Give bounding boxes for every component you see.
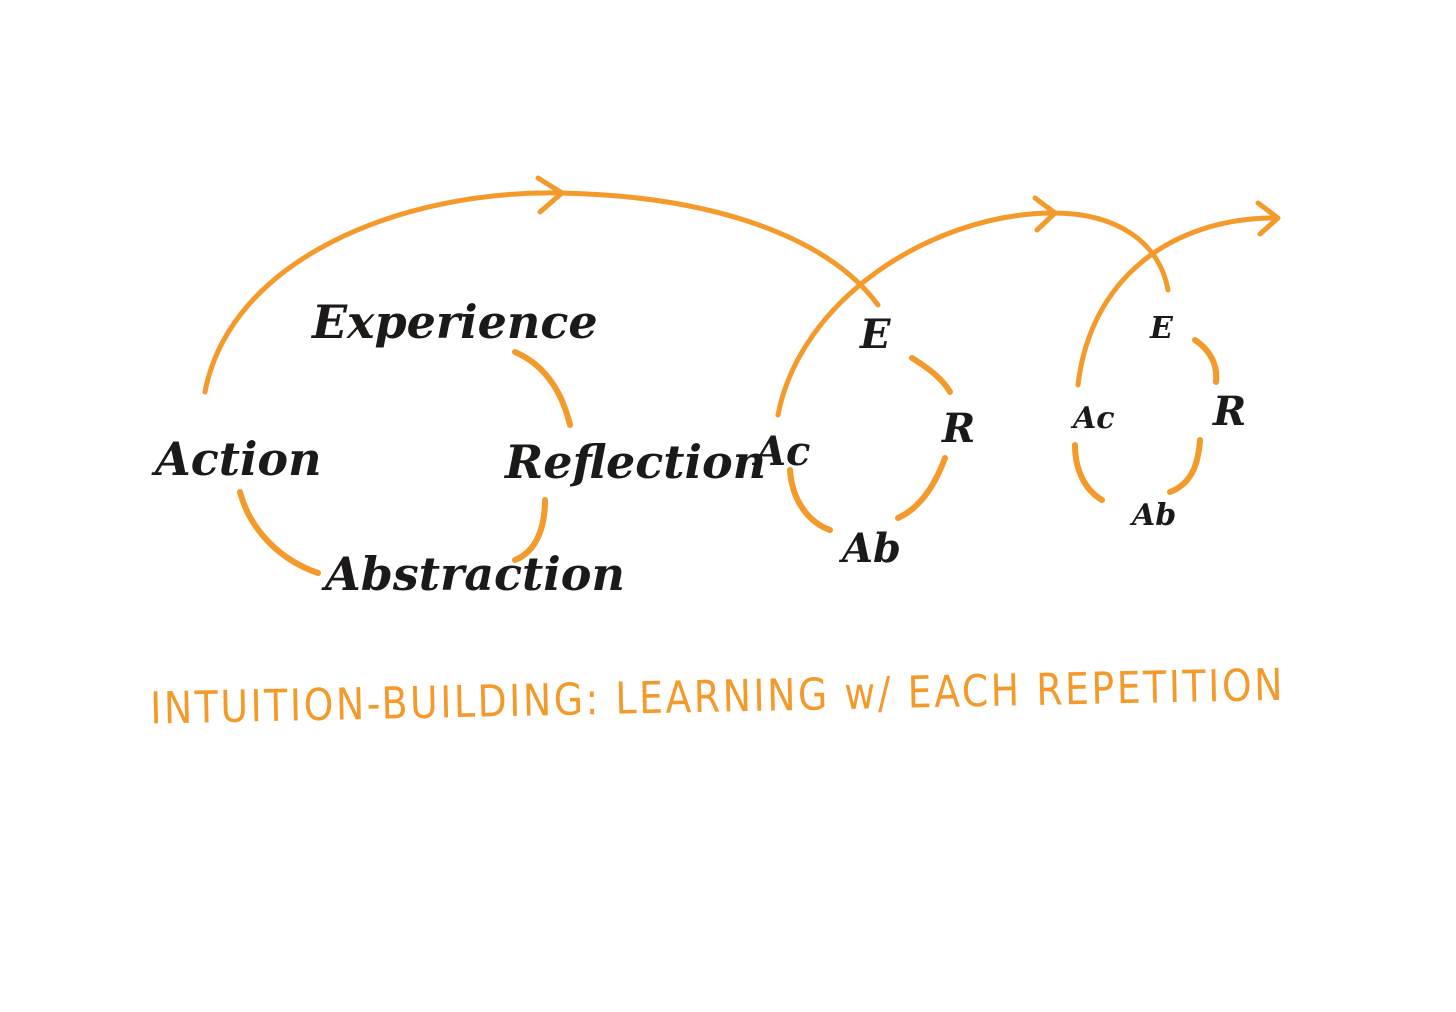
transition-arrow-1 (202, 190, 881, 395)
cycle-small-left-label: Ac (1070, 401, 1115, 436)
cycle-medium-top-label: E (859, 311, 891, 358)
cycle-large-top-label: Experience (310, 295, 598, 349)
transition-arrow-3-head (1255, 200, 1281, 237)
cycle-large-right-label: Reflection (503, 435, 766, 489)
cycle-large-arc-action-abstraction (237, 489, 321, 576)
transition-arrow-3 (1075, 215, 1278, 388)
cycle-medium-arc-r-ab (895, 455, 948, 521)
cycle-small-right-label: R (1212, 388, 1246, 435)
cycle-medium-right-label: R (941, 405, 975, 452)
transition-arrow-2 (775, 210, 1171, 418)
cycle-small-arc-r-ab (1167, 437, 1203, 495)
cycle-medium-left-label: Ac (751, 428, 810, 475)
cycle-small-bottom-label: Ab (1129, 498, 1176, 533)
cycle-small-arc-e-r (1192, 337, 1220, 385)
cycle-medium-arc-ac-ab (787, 467, 833, 533)
transition-arrow-2-head (1032, 195, 1058, 233)
transition-arrow-1-head (535, 175, 565, 215)
cycle-large-left-label: Action (151, 432, 322, 486)
cycle-medium-bottom-label: Ab (838, 525, 901, 572)
cycle-medium-arc-e-r (909, 355, 953, 395)
cycle-large-arc-experience-reflection (512, 349, 573, 428)
cycle-large-bottom-label: Abstraction (321, 547, 625, 601)
cycle-small-arc-ac-ab (1072, 442, 1105, 503)
cycle-large-arc-reflection-abstraction (512, 497, 548, 563)
cycle-small-top-label: E (1149, 311, 1174, 346)
diagram-caption: INTUITION-BUILDING: LEARNING w/ EACH REP… (150, 660, 1286, 735)
